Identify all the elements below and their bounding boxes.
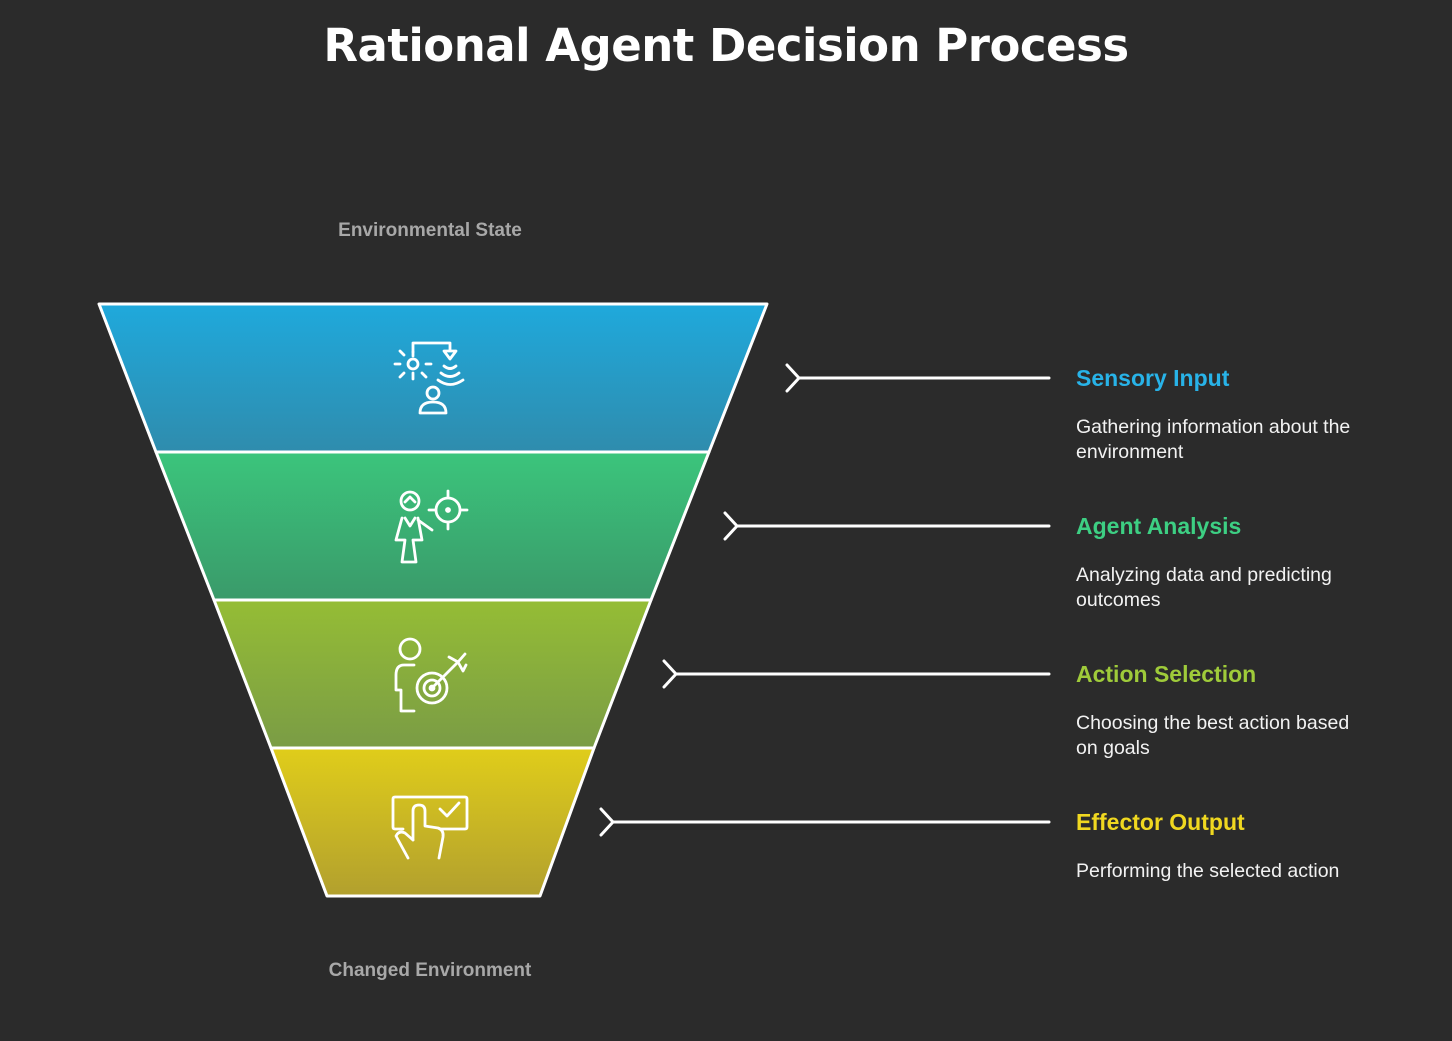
page-title: Rational Agent Decision Process	[323, 19, 1129, 72]
stage-description-effector-output: Performing the selected action	[1076, 860, 1340, 882]
person-bullseye-icon	[394, 637, 468, 713]
stage-description-action-selection: Choosing the best action based on goals	[1076, 712, 1350, 759]
funnel-segment-sensory-input	[97, 302, 769, 454]
stage-title-action-selection: Action Selection	[1076, 661, 1257, 687]
stage-description-agent-analysis: Analyzing data and predicting outcomes	[1076, 564, 1332, 611]
stage-title-effector-output: Effector Output	[1076, 809, 1245, 835]
funnel-segment-agent-analysis	[154, 450, 711, 602]
sensor-person-icon	[393, 341, 465, 415]
hand-checkmark-icon	[391, 795, 469, 860]
person-target-icon	[394, 489, 469, 564]
funnel-output-label: Changed Environment	[328, 960, 532, 981]
stage-description-sensory-input: Gathering information about the environm…	[1076, 416, 1351, 463]
funnel-segment-effector-output	[269, 746, 596, 898]
stage-title-agent-analysis: Agent Analysis	[1076, 513, 1242, 539]
funnel-input-label: Environmental State	[338, 220, 522, 241]
stage-title-sensory-input: Sensory Input	[1076, 365, 1230, 391]
